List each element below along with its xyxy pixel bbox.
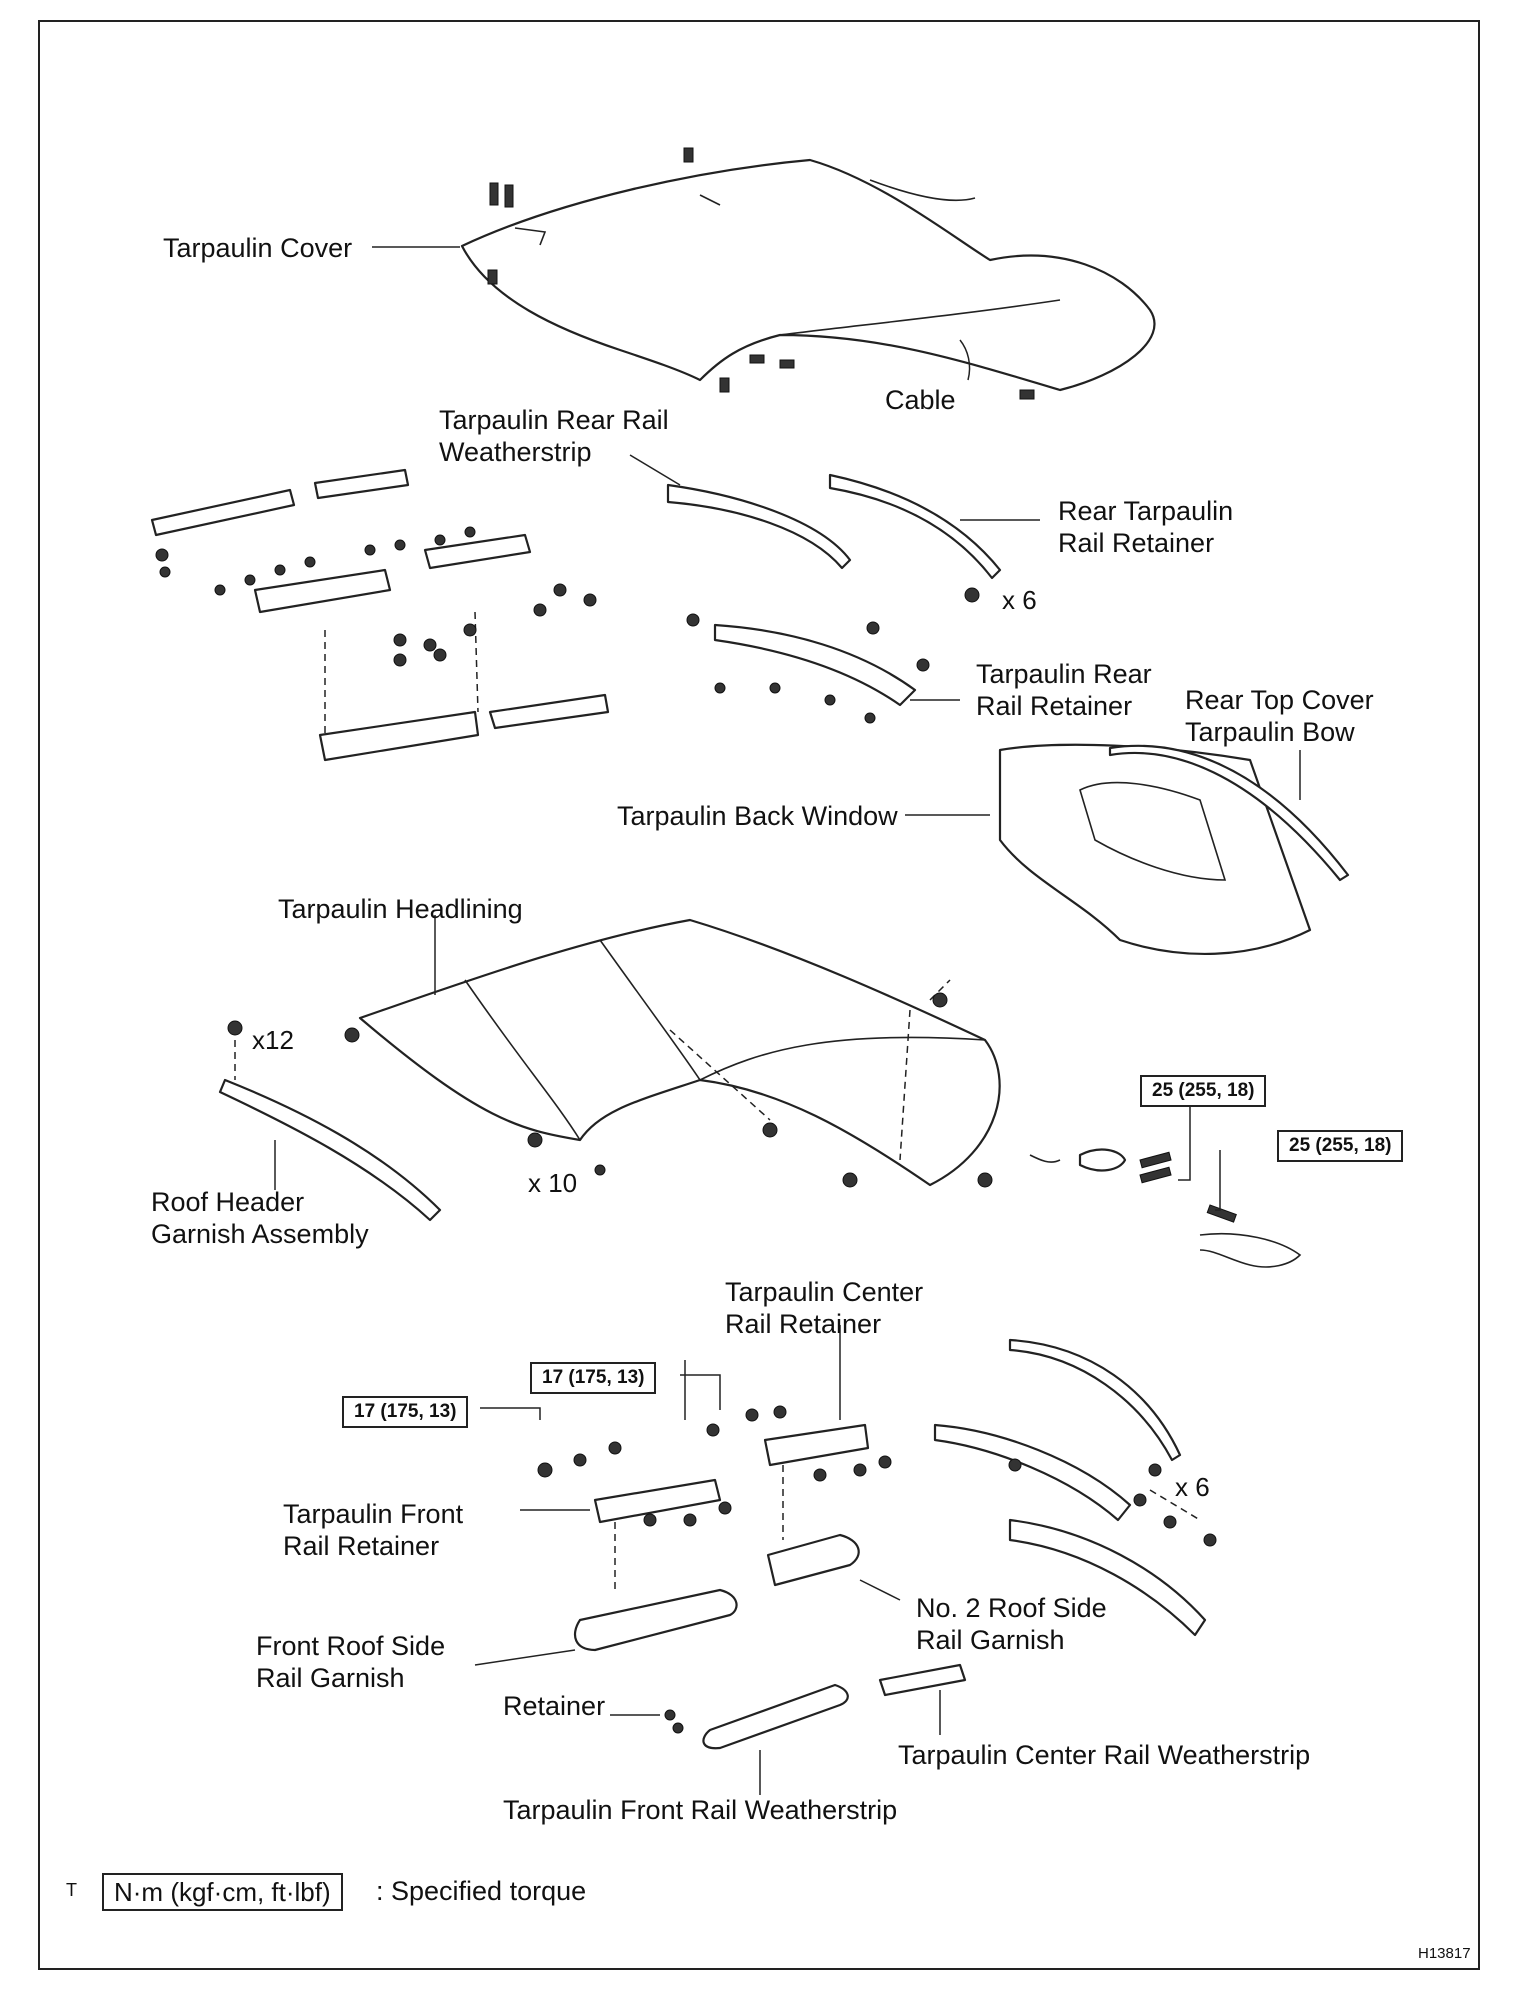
count-x12: x12 — [252, 1025, 294, 1055]
roof-header-garnish-part — [218, 1078, 442, 1222]
no2-garnish-part — [766, 1533, 860, 1587]
back-window-part — [998, 743, 1312, 956]
label-center-rail-weatherstrip: Tarpaulin Center Rail Weatherstrip — [898, 1740, 1311, 1770]
front-roof-side-garnish-part — [573, 1588, 738, 1652]
tarpaulin-cover-part — [460, 158, 1156, 392]
label-rear-tarpaulin-rail-retainer: Rear Tarpaulin Rail Retainer — [1058, 496, 1234, 558]
count-x10: x 10 — [528, 1168, 578, 1198]
torque-spec-4: 17 (175, 13) — [342, 1396, 469, 1428]
label-no2-roof-side-garnish: No. 2 Roof Side Rail Garnish — [916, 1593, 1107, 1655]
label-rear-top-cover-bow: Rear Top Cover Tarpaulin Bow — [1185, 685, 1374, 747]
center-rail-retainer-part — [763, 1423, 870, 1467]
label-center-rail-retainer: Tarpaulin Center Rail Retainer — [725, 1277, 924, 1339]
label-tarpaulin-cover: Tarpaulin Cover — [163, 233, 353, 263]
torque-spec-1: 25 (255, 18) — [1140, 1075, 1267, 1107]
label-roof-header-garnish: Roof Header Garnish Assembly — [151, 1187, 369, 1249]
diagram-frame — [38, 20, 1480, 1970]
rear-bow-part — [1108, 744, 1350, 882]
label-cable: Cable — [885, 385, 956, 415]
label-tarpaulin-rear-rail-retainer: Tarpaulin Rear Rail Retainer — [976, 659, 1152, 721]
torque-spec-2: 25 (255, 18) — [1277, 1130, 1404, 1162]
lower-right-strip-part — [933, 1423, 1132, 1522]
tarpaulin-rear-rail-retainer-part — [713, 623, 917, 707]
headlining-part — [358, 918, 1001, 1187]
label-front-rail-retainer: Tarpaulin Front Rail Retainer — [283, 1499, 464, 1561]
lower-right-retainer-part — [1008, 1338, 1182, 1462]
label-rear-rail-weatherstrip: Tarpaulin Rear Rail Weatherstrip — [439, 405, 669, 467]
rear-tarpaulin-rail-retainer-part — [828, 473, 1002, 580]
count-x6-upper: x 6 — [1002, 585, 1037, 615]
center-rail-weatherstrip-part — [878, 1663, 967, 1697]
label-front-roof-side-garnish: Front Roof Side Rail Garnish — [256, 1631, 446, 1693]
legend-text: : Specified torque — [376, 1876, 587, 1906]
front-rail-retainer-part — [593, 1478, 722, 1524]
count-x6-lower: x 6 — [1175, 1472, 1210, 1502]
label-headlining: Tarpaulin Headlining — [278, 894, 523, 924]
figure-id: H13817 — [1418, 1945, 1471, 1962]
label-front-rail-weatherstrip: Tarpaulin Front Rail Weatherstrip — [503, 1795, 898, 1825]
front-rail-weatherstrip-part — [702, 1683, 849, 1750]
label-back-window: Tarpaulin Back Window — [617, 801, 898, 831]
label-retainer: Retainer — [503, 1691, 606, 1721]
torque-spec-3: 17 (175, 13) — [530, 1362, 657, 1394]
upper-left-rail-parts — [150, 468, 610, 762]
rear-rail-weatherstrip-part — [666, 483, 852, 570]
legend-marker: T — [66, 1880, 77, 1900]
lower-right-weatherstrip-part — [1008, 1518, 1207, 1637]
legend-unit-box: N·m (kgf·cm, ft·lbf) — [102, 1873, 343, 1911]
